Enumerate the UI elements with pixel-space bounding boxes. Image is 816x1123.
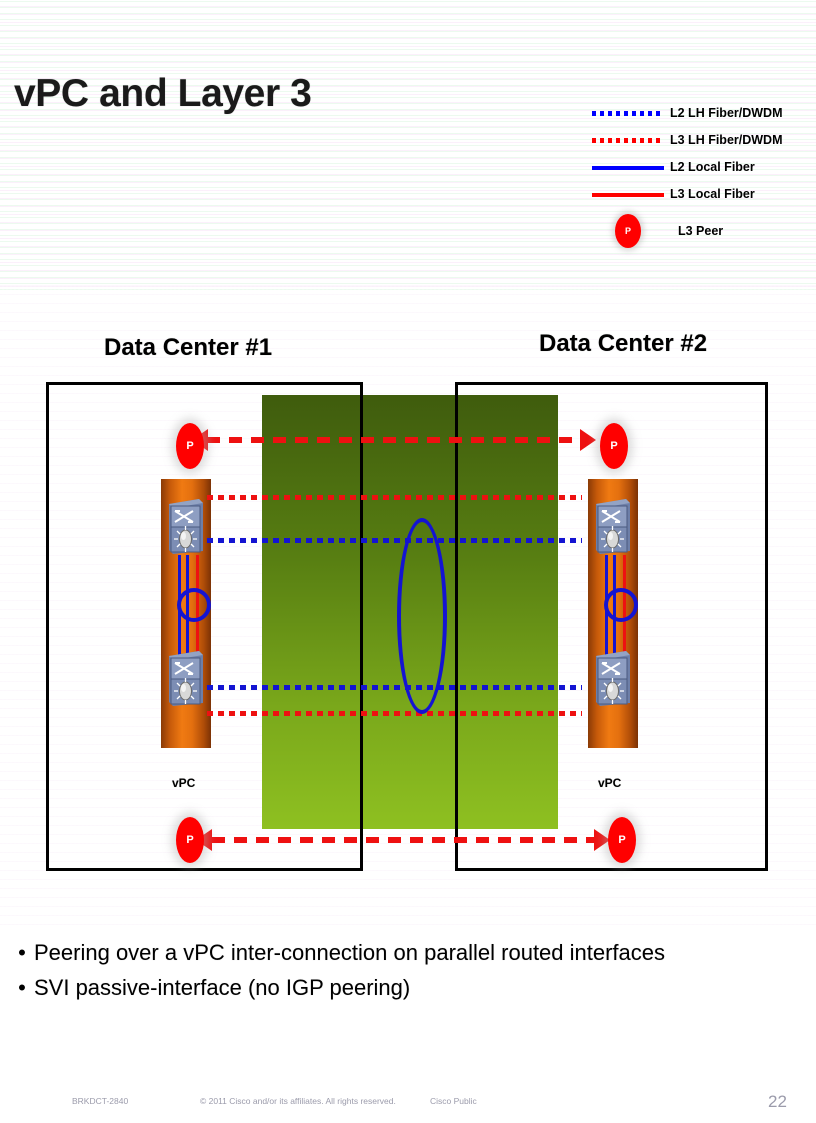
legend: L2 LH Fiber/DWDM L3 LH Fiber/DWDM L2 Loc…: [592, 100, 807, 254]
legend-item-label: L2 LH Fiber/DWDM: [670, 106, 783, 121]
legend-item-l2-lh-fiber: L2 LH Fiber/DWDM: [592, 100, 807, 127]
page-number: 22: [768, 1092, 787, 1111]
arrow-head-right-top: [580, 429, 596, 451]
l3-peer-node-bottom-right: P: [608, 817, 636, 863]
port-channel-indicator-left: [177, 588, 211, 622]
list-item: • Peering over a vPC inter-connection on…: [10, 938, 800, 968]
page-title: vPC and Layer 3: [14, 72, 312, 115]
legend-item-label: L3 Peer: [678, 223, 724, 238]
data-center-1-heading: Data Center #1: [104, 334, 273, 361]
bullet-list: • Peering over a vPC inter-connection on…: [10, 938, 800, 1008]
data-center-2-boundary: [455, 382, 768, 871]
bullet-text: SVI passive-interface (no IGP peering): [34, 975, 411, 1000]
list-item: • SVI passive-interface (no IGP peering): [10, 973, 800, 1003]
legend-item-l3-local-fiber: L3 Local Fiber: [592, 181, 807, 208]
switch-icon: [166, 496, 206, 556]
data-center-2-heading: Data Center #2: [539, 330, 708, 357]
bullet-marker-icon: •: [18, 975, 26, 1000]
l3-lh-fiber-lower-left: [207, 711, 582, 716]
switch-icon: [593, 496, 633, 556]
switch-icon: [593, 648, 633, 708]
vpc-label-left: vPC: [172, 776, 196, 790]
legend-item-label: L2 Local Fiber: [670, 160, 755, 175]
dotted-line-icon: [592, 107, 664, 121]
l3-peering-arrow-top: [207, 437, 579, 443]
l3-lh-fiber-upper-left: [207, 495, 582, 500]
l3-peer-node-bottom-left: P: [176, 817, 204, 863]
legend-item-l3-peer: P L3 Peer: [592, 208, 807, 254]
l3-peer-node-top-left: P: [176, 423, 204, 469]
footer-classification: Cisco Public: [430, 1096, 477, 1106]
port-channel-indicator-right: [604, 588, 638, 622]
footer: BRKDCT-2840 © 2011 Cisco and/or its affi…: [0, 1092, 816, 1118]
footer-copyright: © 2011 Cisco and/or its affiliates. All …: [200, 1096, 396, 1106]
bullet-marker-icon: •: [18, 940, 26, 965]
footer-session-code: BRKDCT-2840: [72, 1096, 129, 1106]
solid-line-icon: [592, 188, 664, 202]
legend-item-label: L3 Local Fiber: [670, 187, 755, 202]
solid-line-icon: [592, 161, 664, 175]
l3-peer-node-top-right: P: [600, 423, 628, 469]
l2-lh-fiber-lower-left: [207, 685, 582, 690]
data-center-1-boundary: [46, 382, 363, 871]
bullet-text: Peering over a vPC inter-connection on p…: [34, 940, 666, 965]
peer-badge-label: P: [615, 214, 641, 248]
peer-ellipse-icon: P: [592, 214, 664, 248]
arrow-head-right-bottom: [594, 829, 610, 851]
l2-lh-fiber-upper-left: [207, 538, 582, 543]
vpc-label-right: vPC: [598, 776, 622, 790]
dci-vpc-ellipse: [397, 518, 447, 714]
legend-item-l3-lh-fiber: L3 LH Fiber/DWDM: [592, 127, 807, 154]
dotted-line-icon: [592, 134, 664, 148]
l3-peering-arrow-bottom: [212, 837, 594, 843]
switch-icon: [166, 648, 206, 708]
legend-item-label: L3 LH Fiber/DWDM: [670, 133, 783, 148]
legend-item-l2-local-fiber: L2 Local Fiber: [592, 154, 807, 181]
